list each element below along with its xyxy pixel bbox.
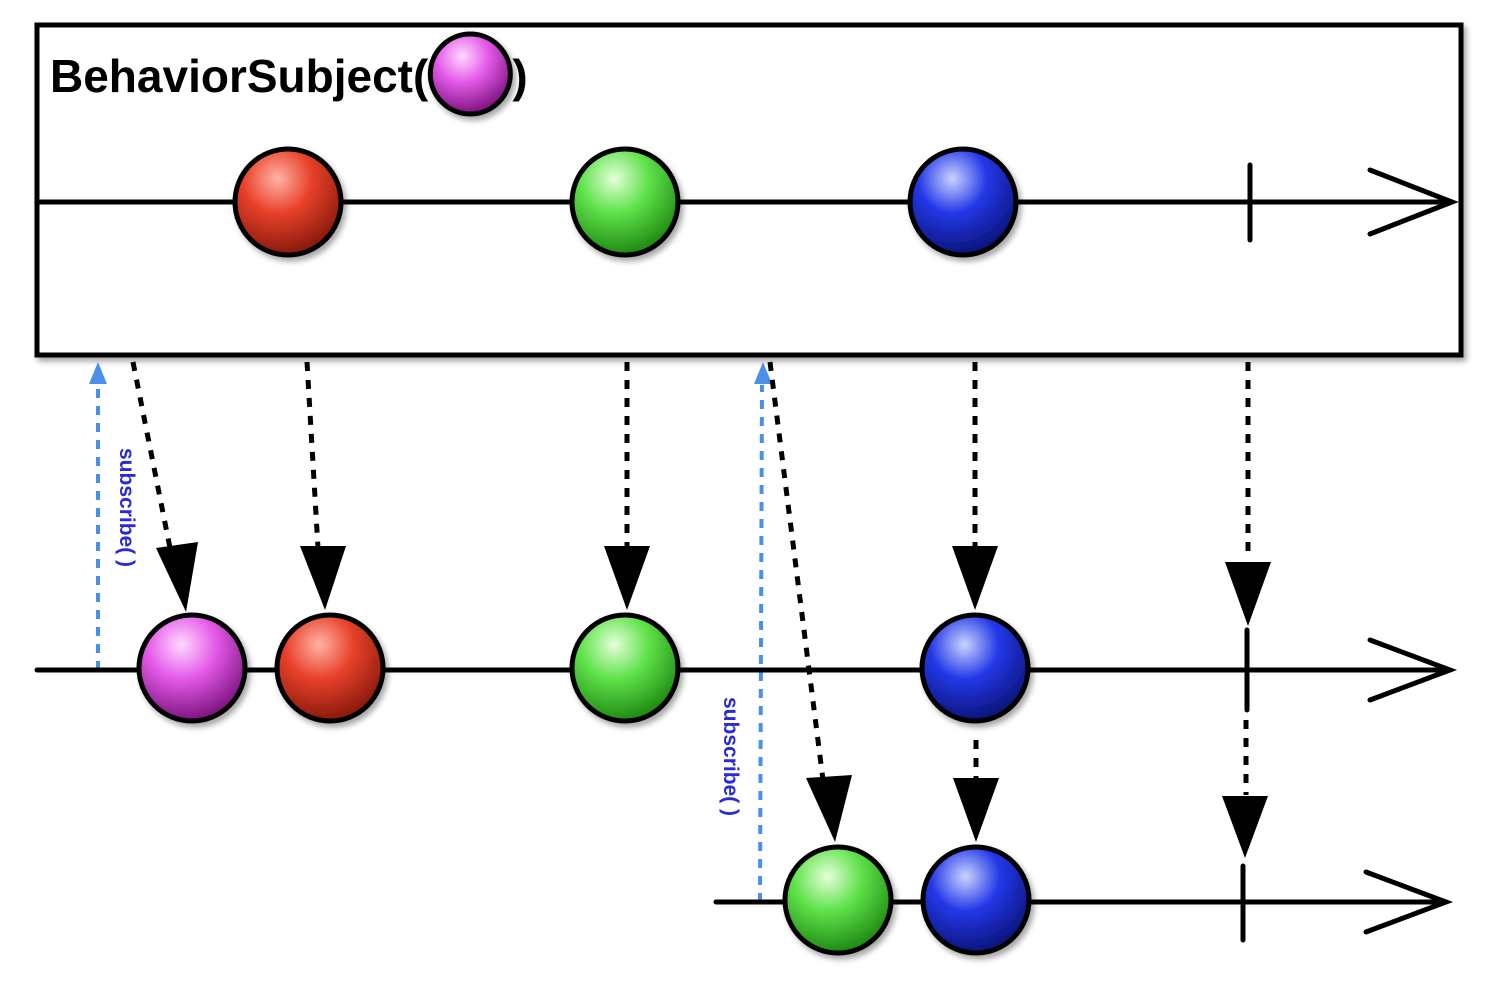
marble-blue	[920, 844, 1032, 956]
arrowhead-icon	[89, 362, 107, 384]
marble-green	[569, 146, 681, 258]
marble-magenta	[136, 612, 248, 724]
arrowhead-icon	[1225, 562, 1271, 626]
subscribe-arrow-2	[754, 362, 772, 903]
arrowhead-icon	[754, 362, 772, 384]
marble-red	[232, 146, 344, 258]
title-prefix: BehaviorSubject(	[50, 50, 429, 102]
marble-green	[782, 844, 894, 956]
subscribe-arrow-1	[89, 362, 107, 670]
marble-blue	[919, 612, 1031, 724]
subscriber-2-timeline	[713, 844, 1454, 956]
initial-value-marble	[427, 31, 513, 117]
arrowhead-icon	[1367, 167, 1459, 237]
subscribe-label-2: subscribe( )	[719, 697, 742, 816]
subscriber-1-timeline	[34, 612, 1458, 724]
source-timeline	[34, 146, 1459, 258]
arrowhead-icon	[806, 775, 852, 842]
arrowhead-icon	[952, 546, 998, 610]
arrowhead-icon	[953, 778, 999, 842]
marble-green	[569, 612, 681, 724]
subscribe-label-1: subscribe( )	[115, 448, 138, 567]
title-suffix: )	[512, 50, 527, 102]
marble-red	[274, 612, 386, 724]
arrowhead-icon	[1367, 637, 1458, 703]
arrowhead-icon	[1363, 869, 1454, 935]
marble-blue	[907, 146, 1019, 258]
arrowhead-icon	[300, 546, 346, 610]
emission-arrows-1	[130, 361, 1271, 626]
emission-arrows-2	[767, 361, 1268, 858]
arrowhead-icon	[604, 546, 650, 610]
arrowhead-icon	[1222, 796, 1268, 858]
arrowhead-icon	[156, 542, 198, 612]
